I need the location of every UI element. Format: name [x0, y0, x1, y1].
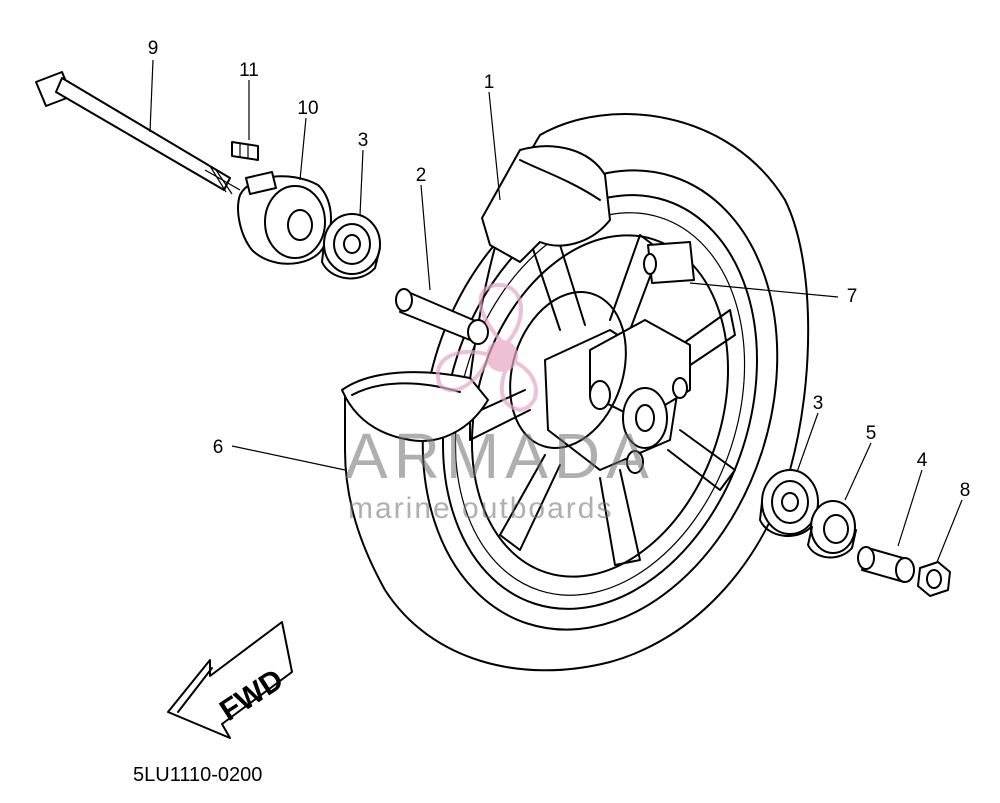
callout-5: 5: [866, 423, 877, 444]
callout-8: 8: [960, 480, 971, 501]
watermark-brand: ARMADA: [345, 420, 655, 492]
callout-3-right: 3: [813, 393, 824, 414]
callout-labels: 1 2 3 3 4 5 6 7 8 9 10 11: [148, 38, 971, 501]
spacer: [857, 546, 915, 583]
bearing-right: [759, 469, 819, 538]
callout-9: 9: [148, 38, 159, 59]
callout-3-left: 3: [358, 130, 369, 151]
meter-gear-unit: [237, 171, 332, 265]
callout-6: 6: [213, 437, 224, 458]
valve-stem: [643, 241, 695, 284]
watermark-tagline: marine outboards: [348, 492, 613, 525]
collar: [395, 288, 489, 345]
leader-lines: [149, 59, 963, 563]
callout-1: 1: [484, 72, 495, 93]
drawing-code: 5LU1110-0200: [133, 764, 262, 786]
wheel-assembly: [344, 113, 810, 672]
wheel-spokes: [469, 234, 736, 566]
oil-seal: [807, 500, 857, 559]
bearing-left: [321, 213, 381, 280]
forward-direction-arrow: FWD: [167, 621, 293, 739]
callout-7: 7: [847, 286, 858, 307]
callout-2: 2: [416, 165, 427, 186]
screw: [231, 141, 259, 161]
watermark-logo: [436, 282, 538, 413]
axle-nut: [917, 561, 951, 597]
callout-11: 11: [239, 60, 259, 81]
wheel-axle: [35, 71, 241, 195]
callout-10: 10: [297, 98, 318, 119]
wheel-hub: [544, 319, 691, 474]
callout-4: 4: [917, 450, 928, 471]
